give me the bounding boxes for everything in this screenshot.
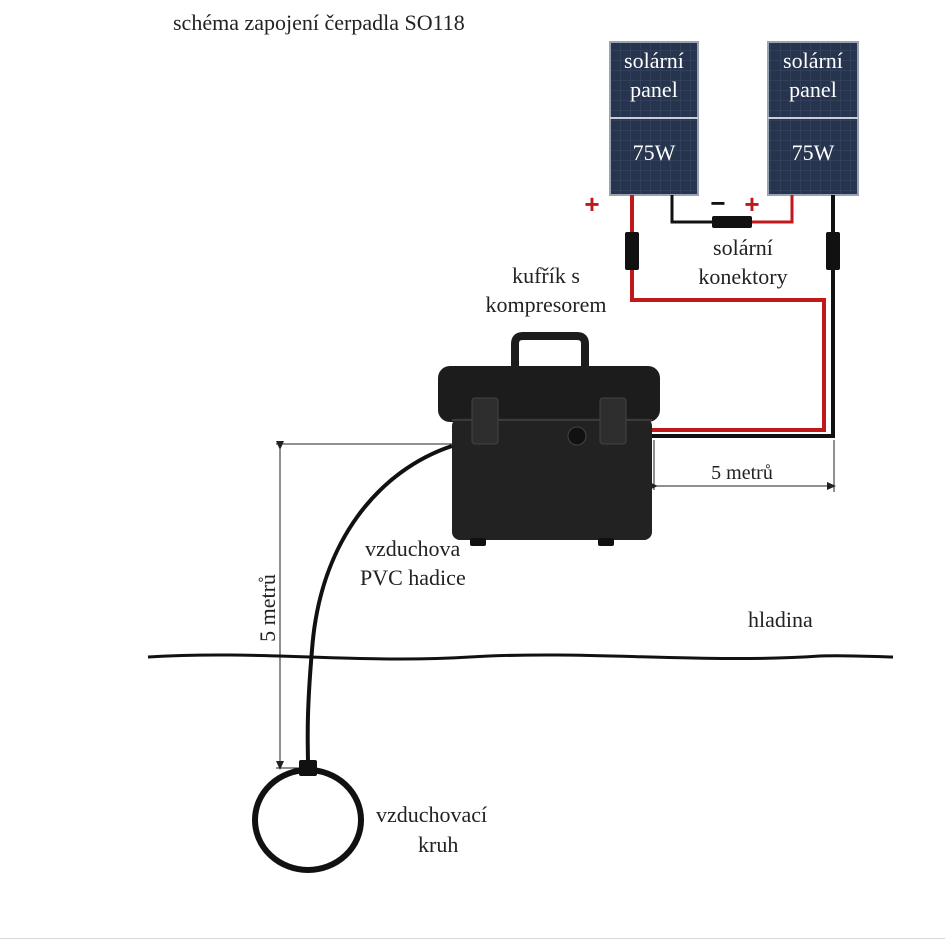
panel-right-line2: panel bbox=[789, 77, 837, 102]
series-connector bbox=[712, 216, 752, 228]
plus-sign-left: + bbox=[584, 189, 599, 219]
series-wire-right bbox=[752, 195, 794, 224]
compressor-case bbox=[438, 332, 660, 546]
connector-left bbox=[625, 232, 639, 270]
panel-right-line1: solární bbox=[783, 48, 843, 73]
aeration-ring bbox=[252, 767, 364, 873]
solar-panel-left: solární panel 75W bbox=[609, 41, 699, 196]
case-handle bbox=[511, 332, 589, 372]
air-hose bbox=[305, 444, 453, 766]
hose-label-line2: PVC hadice bbox=[360, 565, 466, 590]
water-surface-line bbox=[147, 653, 894, 661]
plus-sign-right: + bbox=[744, 189, 759, 219]
minus-sign: − bbox=[710, 188, 725, 218]
panel-left-power: 75W bbox=[633, 140, 676, 165]
panel-right-power: 75W bbox=[792, 140, 835, 165]
connectors-label-line2: konektory bbox=[698, 264, 787, 289]
panel-left-line1: solární bbox=[624, 48, 684, 73]
connectors-label-line1: solární bbox=[713, 235, 773, 260]
wiring bbox=[625, 195, 840, 438]
cable-length-label: 5 metrů bbox=[711, 462, 773, 484]
diagram-title: schéma zapojení čerpadla SO118 bbox=[173, 10, 465, 35]
panel-left-line2: panel bbox=[630, 77, 678, 102]
case-valve bbox=[567, 426, 587, 446]
case-latch-right bbox=[599, 397, 627, 445]
positive-wire bbox=[630, 195, 826, 432]
ring-label-line1: vzduchovací bbox=[376, 802, 487, 827]
case-label-line2: kompresorem bbox=[486, 292, 607, 317]
hose-label-line1: vzduchova bbox=[365, 536, 461, 561]
series-wire-left bbox=[670, 195, 712, 224]
connector-right bbox=[826, 232, 840, 270]
bottom-divider bbox=[0, 938, 945, 939]
negative-wire bbox=[652, 195, 835, 438]
depth-label: 5 metrů bbox=[255, 574, 280, 642]
case-latch-left bbox=[471, 397, 499, 445]
ring-label-line2: kruh bbox=[418, 832, 458, 857]
solar-panel-right: solární panel 75W bbox=[767, 41, 859, 196]
surface-label: hladina bbox=[748, 607, 813, 632]
case-label-line1: kufřík s bbox=[512, 263, 580, 288]
